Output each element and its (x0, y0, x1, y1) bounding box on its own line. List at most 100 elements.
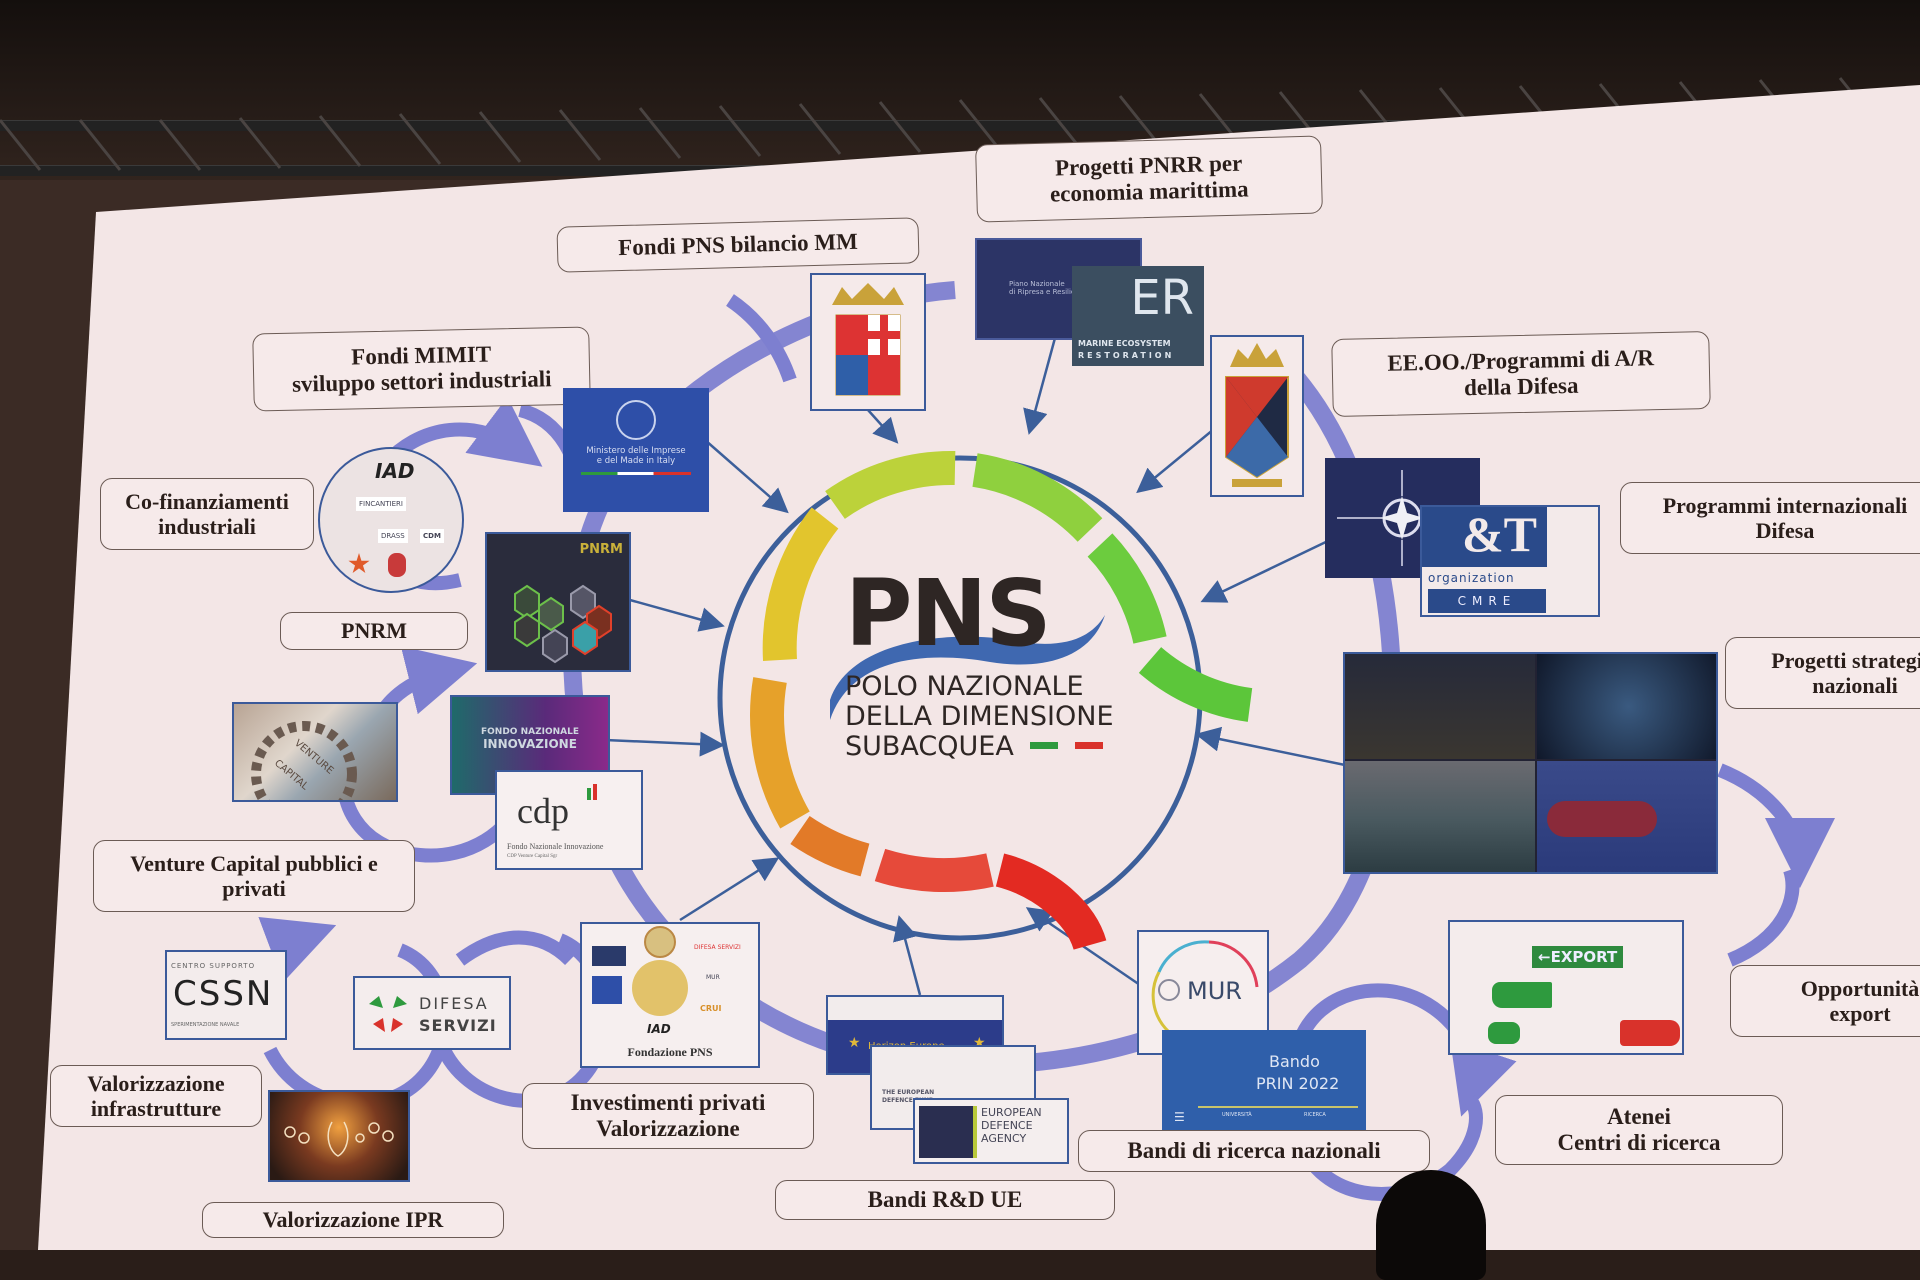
hexagon-collage-icon (514, 584, 612, 664)
label-programmi-internazionali: Programmi internazionali Difesa (1620, 482, 1920, 554)
flag-green-dash (1030, 742, 1058, 749)
difesa-servizi-star-icon (369, 996, 407, 1032)
label-text: PNRM (341, 618, 407, 644)
photo-submarine (1537, 761, 1716, 872)
card-text: SERVIZI (419, 1016, 497, 1035)
card-text: DEFENCE FUND (882, 1097, 934, 1104)
cycle-arrow-orange (750, 677, 810, 829)
flag-red-dash (1075, 742, 1103, 749)
card-text: RICERCA (1304, 1112, 1326, 1118)
label-valorizzazione-infrastrutture: Valorizzazione infrastrutture (50, 1065, 262, 1127)
card-text: PRIN 2022 (1256, 1074, 1340, 1093)
menu-icon: ☰ (1174, 1110, 1185, 1124)
loop-export (1727, 867, 1800, 967)
logo-block-icon (592, 946, 626, 966)
label-text: Venture Capital pubblici e (130, 850, 378, 876)
label-text: della Difesa (1463, 372, 1579, 401)
cycle-arrow-green (972, 453, 1103, 542)
card-cmre: &T organization CMRE (1420, 505, 1600, 617)
label-text: privati (222, 876, 286, 901)
shield-logo-icon (388, 553, 406, 577)
pns-full-name: POLO NAZIONALE DELLA DIMENSIONE SUBACQUE… (845, 672, 1114, 762)
card-text: THE EUROPEAN (882, 1089, 935, 1096)
card-text: RESTORATION (1078, 351, 1175, 360)
pns-name-line: SUBACQUEA (845, 731, 1014, 762)
defence-crest-icon (1225, 343, 1289, 487)
card-mimit: Ministero delle Imprese e del Made in It… (563, 388, 709, 512)
card-text: e del Made in Italy (596, 456, 676, 466)
loop-fondi (726, 294, 797, 383)
label-text: Investimenti privati (570, 1089, 766, 1115)
cycle-arrow-green3 (1138, 646, 1253, 722)
label-text: Co-finanziamenti (125, 488, 289, 514)
card-european-defence-agency: EUROPEAN DEFENCE AGENCY (913, 1098, 1069, 1164)
arrow-nato (1200, 538, 1331, 603)
prin-divider (1198, 1106, 1358, 1108)
cycle-arrow-red-tail (995, 853, 1107, 951)
arrow-mimit (704, 439, 789, 514)
mur-mini-logo: MUR (706, 974, 720, 981)
card-text: Bando (1269, 1052, 1320, 1071)
label-fondi-pns-bilancio: Fondi PNS bilancio MM (556, 217, 920, 273)
svg-text:VENTURE: VENTURE (292, 738, 335, 777)
label-fondi-mimit: Fondi MIMIT sviluppo settori industriali (252, 326, 591, 412)
mur-ring-icon (1151, 940, 1259, 1034)
card-text: Piano Nazionale (1009, 280, 1065, 288)
label-opportunita-export: Opportunità export (1730, 965, 1920, 1037)
truss-diagonals (0, 77, 1882, 171)
photo-world-map (1537, 654, 1716, 759)
star-logo-icon (348, 553, 370, 574)
arrow-fni (604, 731, 725, 757)
card-marine-ecosystem-restoration: ER MARINE ECOSYSTEM RESTORATION (1072, 266, 1204, 366)
photo-offshore-platform (1345, 761, 1535, 872)
label-text: Bandi R&D UE (867, 1186, 1023, 1212)
label-text: Bandi di ricerca nazionali (1127, 1137, 1381, 1163)
card-text: CENTRO SUPPORTO (171, 962, 256, 970)
iad-mini-logo: IAD (647, 1022, 671, 1036)
cdp-flag-red (593, 784, 597, 800)
label-eeoo-programmi: EE.OO./Programmi di A/R della Difesa (1331, 331, 1711, 417)
cycle-arrow-green2 (1087, 533, 1167, 644)
card-text: Ministero delle Imprese (586, 446, 686, 456)
eu-flag-icon (919, 1106, 977, 1158)
label-text: Centri di ricerca (1557, 1130, 1721, 1155)
cycle-arrow-yellowgreen (825, 450, 956, 520)
label-progetti-pnrr: Progetti PNRR per economia marittima (975, 135, 1323, 223)
card-cdp: cdp Fondo Nazionale Innovazione CDP Vent… (495, 770, 643, 870)
lightbulb-gears-icon (284, 1121, 394, 1157)
label-progetti-strategici: Progetti strategici nazionali (1725, 637, 1920, 709)
map-sardinia-green (1488, 1022, 1520, 1044)
card-text: MARINE ECOSYSTEM (1078, 339, 1171, 348)
gears-icon: VENTURE CAPITAL (251, 721, 357, 800)
label-text: Fondi PNS bilancio MM (617, 228, 859, 260)
card-text: FONDO NAZIONALE (481, 727, 579, 737)
cssn-logo: CSSN (173, 974, 274, 1014)
arrow-fondazione (679, 857, 780, 922)
cycle-arrow-darkorange (790, 815, 870, 877)
label-text: economia marittima (1049, 176, 1249, 207)
pns-acronym: PNS (845, 560, 1052, 667)
label-text: EE.OO./Programmi di A/R (1387, 344, 1655, 376)
difesa-seal-icon (644, 926, 676, 958)
pns-name-line: POLO NAZIONALE (845, 671, 1084, 702)
loop-strategic (1717, 763, 1835, 888)
label-text: infrastrutture (90, 1096, 222, 1121)
label-venture-capital: Venture Capital pubblici e privati (93, 840, 415, 912)
loop-difesa (455, 930, 575, 966)
card-text: CMRE (1428, 589, 1546, 613)
card-text: INNOVAZIONE (483, 737, 577, 751)
card-text: DIFESA (419, 994, 489, 1013)
label-bandi-nazionali: Bandi di ricerca nazionali (1078, 1130, 1430, 1172)
label-text: Valorizzazione (596, 1116, 740, 1141)
crui-mini-logo: CRUI (700, 1004, 722, 1013)
cmre-top-band (1422, 507, 1547, 567)
cdm-logo: CDM (420, 529, 444, 543)
card-pnrm: PNRM (485, 532, 631, 672)
label-text: industriali (158, 514, 256, 539)
label-text: Valorizzazione IPR (262, 1207, 444, 1233)
drass-logo: DRASS (378, 529, 408, 543)
card-text: organization (1428, 571, 1515, 585)
card-text: di Ripresa e Resilienza (1009, 288, 1088, 296)
label-text: Opportunità (1800, 975, 1920, 1001)
arrow-pnrm (629, 598, 725, 632)
